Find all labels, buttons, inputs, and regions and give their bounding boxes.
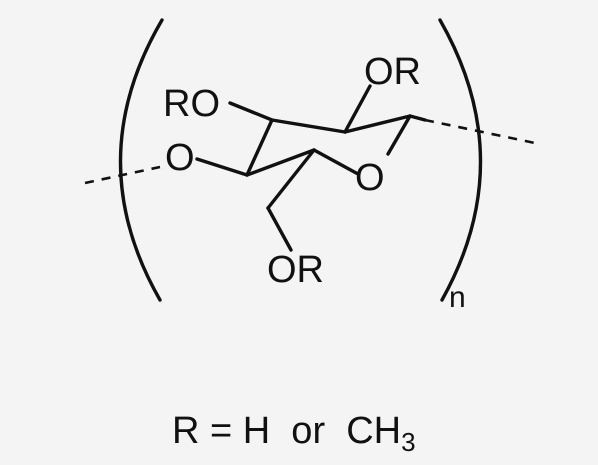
ring-bond-c3-c2 — [270, 118, 347, 134]
repeat-index-n: n — [449, 281, 466, 314]
bond-o-left-c4 — [195, 157, 249, 177]
label-or-top: OR — [364, 51, 421, 93]
substituent-caption: R = H or CH3 — [172, 410, 416, 457]
bond-ch2-or-bottom — [266, 206, 293, 252]
ring-bond-c4-c3 — [245, 118, 274, 177]
caption-text: R = H or CH — [172, 410, 401, 452]
bond-c3-ro-left — [228, 101, 274, 122]
ring-bond-c5-c4 — [245, 148, 316, 177]
caption-subscript: 3 — [401, 427, 415, 457]
label-or-bottom: OR — [267, 249, 324, 291]
left-bracket — [118, 18, 164, 302]
bond-c5-ch2 — [266, 148, 316, 210]
bond-c2-or-top — [343, 84, 372, 134]
label-o-left: O — [165, 137, 195, 179]
ring-bond-oring-c5 — [312, 148, 360, 176]
polymer-bond-left-dashed — [84, 165, 161, 185]
ring-bond-c2-c1 — [343, 114, 412, 134]
label-ro-left: RO — [163, 83, 220, 125]
ring-bond-c1-oring — [386, 114, 412, 156]
label-o-ring: O — [355, 157, 385, 199]
right-bracket — [438, 18, 483, 302]
bond-c1-right — [408, 114, 427, 122]
polymer-bond-right-dashed — [424, 118, 536, 145]
